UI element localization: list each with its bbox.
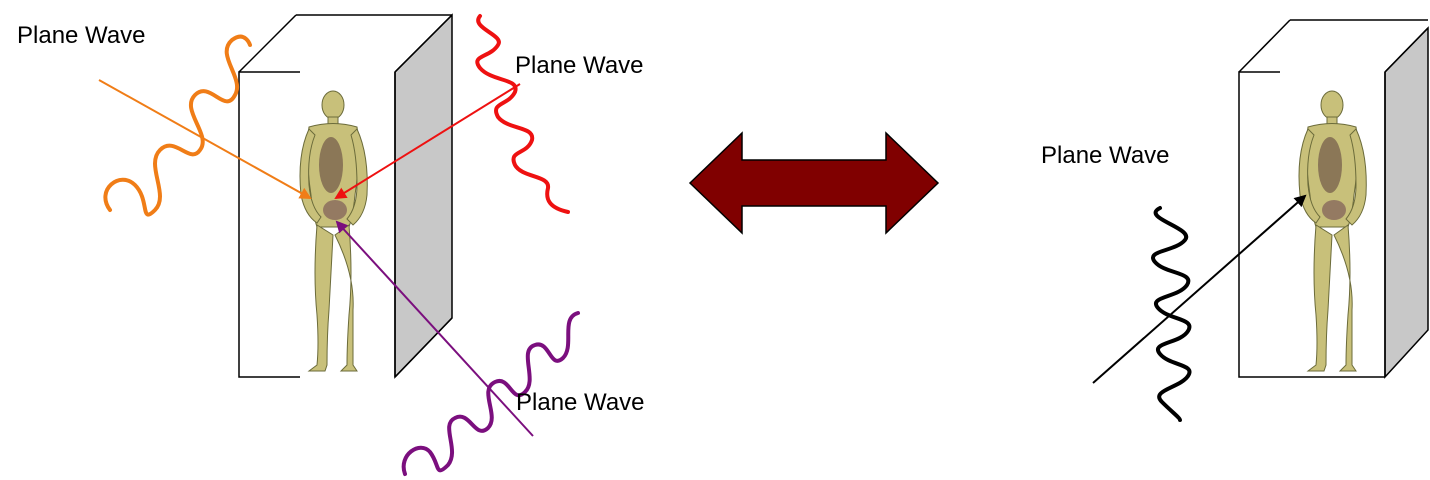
black-wave-icon	[1151, 206, 1192, 422]
double-headed-arrow-icon	[688, 131, 940, 235]
red-arrow	[334, 83, 521, 200]
orange-arrow	[98, 79, 312, 199]
left-enclosure-box	[238, 13, 453, 379]
label-plane-wave-bottom: Plane Wave	[516, 389, 645, 416]
label-plane-wave-right: Plane Wave	[1041, 142, 1170, 169]
orange-wave-icon	[103, 34, 252, 217]
left-scene: Plane Wave Plane Wave Plane Wave	[17, 13, 645, 476]
purple-wave-icon	[401, 311, 580, 476]
label-plane-wave-top-right: Plane Wave	[515, 52, 644, 79]
left-human-model-icon	[299, 90, 368, 372]
label-plane-wave-top-left: Plane Wave	[17, 22, 146, 49]
right-enclosure-box	[1238, 19, 1429, 379]
right-human-model-icon	[1298, 90, 1367, 372]
black-arrow	[1092, 194, 1307, 384]
purple-arrow	[335, 220, 534, 437]
red-wave-icon	[475, 14, 570, 214]
right-scene: Plane Wave	[1041, 19, 1429, 422]
